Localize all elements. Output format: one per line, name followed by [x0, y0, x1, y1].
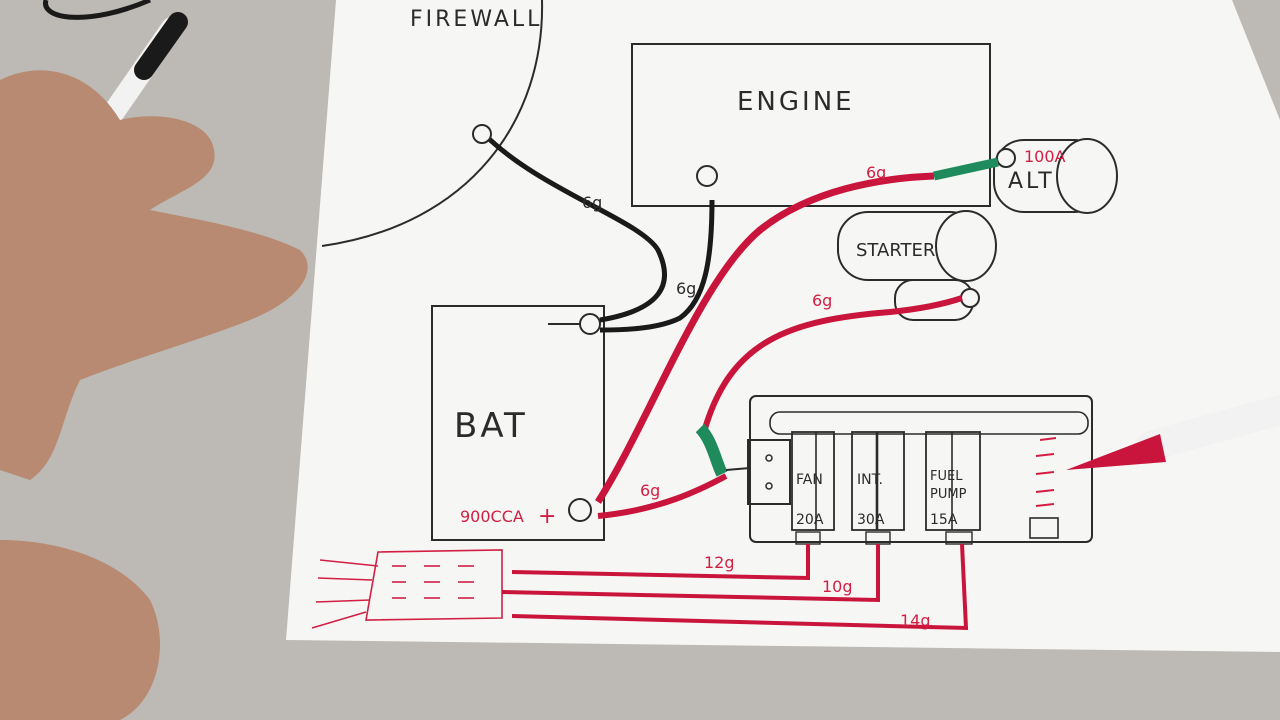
fuse-fuel-amps: 15A	[930, 512, 958, 528]
fuse-block-input-stud	[747, 439, 791, 505]
battery-label: BAT	[454, 406, 528, 446]
wire-label-fuel-circuit: 14g	[900, 611, 931, 630]
alternator-terminal	[996, 148, 1016, 168]
alternator-rating: 100A	[1024, 147, 1066, 166]
engine-label: ENGINE	[737, 87, 855, 117]
wire-intake-circuit	[501, 544, 880, 603]
battery-plus: +	[538, 504, 556, 529]
wire-label-ground-chassis: 6g	[582, 193, 602, 212]
wire-alt-feed	[595, 172, 935, 504]
wire-fuse-feed-green	[695, 423, 728, 477]
fuse-block-inner	[769, 411, 1089, 435]
fuse-spare-slot	[1035, 437, 1057, 507]
battery-box	[431, 305, 605, 541]
fuse-tab-fuel	[945, 531, 973, 545]
chassis-ground-terminal	[472, 124, 492, 144]
stud-hole-bottom	[765, 482, 773, 490]
battery-rating: 900CCA	[460, 507, 524, 526]
alternator-label: ALT	[1008, 169, 1055, 194]
fuse-block-mount-tab	[1029, 517, 1059, 539]
starter-end	[935, 210, 997, 282]
wire-label-fan-circuit: 12g	[704, 553, 735, 572]
wire-label-alt-feed: 6g	[866, 163, 886, 182]
wire-ground-chassis	[482, 132, 668, 323]
pointer-pen	[1066, 395, 1280, 470]
alternator-end	[1056, 138, 1118, 214]
fuse-fan-amps: 20A	[796, 512, 824, 528]
wire-label-ground-engine: 6g	[676, 279, 696, 298]
fuse-fuel-name-1: FUEL	[930, 469, 963, 484]
wire-fuel-circuit	[511, 543, 969, 631]
battery-positive-terminal	[568, 498, 592, 522]
fuse-fuel-pump: FUEL PUMP 15A	[925, 431, 981, 531]
wire-label-starter-feed: 6g	[812, 291, 832, 310]
firewall-label: FIREWALL	[410, 7, 542, 32]
engine-block	[631, 43, 991, 207]
wire-starter-feed	[701, 295, 963, 433]
presenter-hand	[0, 70, 308, 720]
fuse-intake-name: INT.	[857, 472, 883, 488]
load-connector	[311, 549, 503, 629]
fuse-fuel-name-2: PUMP	[930, 487, 967, 502]
wire-fan-circuit	[511, 544, 810, 581]
wire-label-fuse-feed: 6g	[640, 481, 660, 500]
cable-on-table	[43, 0, 151, 20]
starter-terminal	[960, 288, 980, 308]
fuse-feed-lug	[725, 467, 751, 471]
fuse-intake: INT. 30A	[851, 431, 905, 531]
engine-ground-terminal	[696, 165, 718, 187]
wire-ground-engine	[599, 199, 715, 333]
stud-hole-top	[765, 454, 773, 462]
wire-alt-feed-green	[933, 157, 999, 181]
fuse-fan-name: FAN	[796, 472, 823, 488]
fuse-fan: FAN 20A	[791, 431, 835, 531]
battery-negative-terminal	[579, 313, 601, 335]
firewall-outline	[321, 0, 544, 247]
wire-label-intake-circuit: 10g	[822, 577, 853, 596]
fuse-intake-amps: 30A	[857, 512, 885, 528]
wire-fuse-feed	[597, 473, 728, 519]
starter-label: STARTER	[856, 240, 935, 261]
